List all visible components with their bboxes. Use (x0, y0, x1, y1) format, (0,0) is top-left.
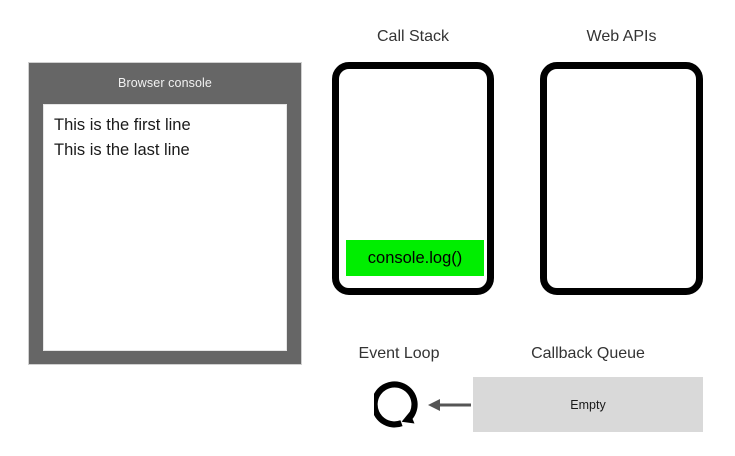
call-stack-frame: console.log() (346, 240, 484, 276)
circular-arrow-icon (374, 381, 418, 428)
call-stack-title: Call Stack (376, 28, 450, 45)
console-line-list: This is the first line This is the last … (54, 113, 280, 163)
left-arrow-icon (428, 399, 471, 411)
web-apis-title: Web APIs (586, 28, 657, 45)
call-stack-frame-label: console.log() (367, 248, 463, 267)
console-line: This is the first line (54, 116, 191, 134)
browser-console-title: Browser console (118, 76, 212, 90)
callback-queue-status: Empty (570, 397, 606, 412)
callback-queue-title: Callback Queue (531, 345, 645, 362)
web-apis-box (540, 62, 703, 295)
event-loop-title: Event Loop (358, 345, 440, 362)
browser-console-panel: Browser console This is the first line T… (28, 62, 302, 365)
callback-queue-box: Empty (473, 377, 703, 432)
console-line: This is the last line (54, 141, 190, 159)
browser-console-output: This is the first line This is the last … (43, 104, 287, 351)
